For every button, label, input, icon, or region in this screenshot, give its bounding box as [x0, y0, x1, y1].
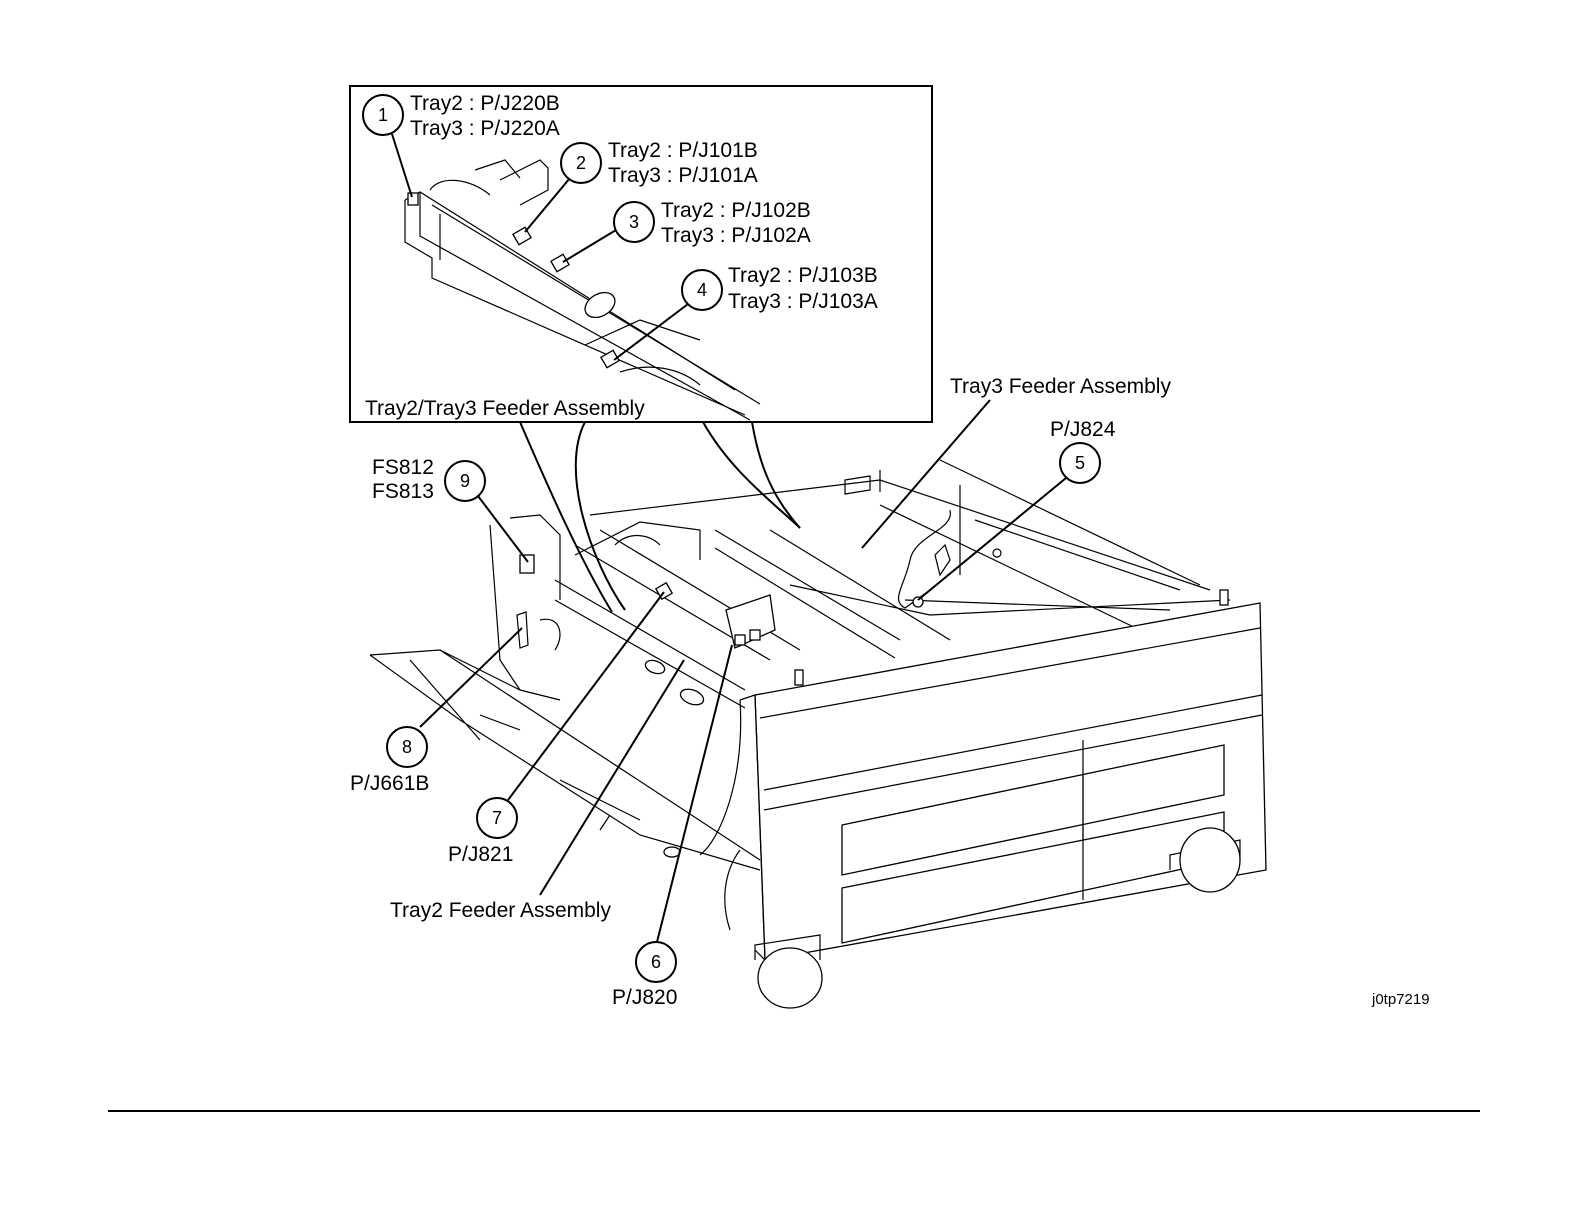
callout-9-number: 9 [460, 471, 470, 491]
callout-8-label: P/J661B [350, 772, 429, 795]
callout-7: 7 P/J821 [448, 592, 664, 866]
inset-leader-tray2-right [576, 422, 625, 610]
callout-7-badge: 7 [477, 798, 517, 838]
figure-id: j0tp7219 [1371, 991, 1430, 1008]
callout-5-label: P/J824 [1050, 418, 1116, 441]
callout-1-line2: Tray3 : P/J220A [410, 117, 560, 140]
callout-4-number: 4 [697, 280, 707, 300]
callout-9-line2: FS813 [372, 480, 434, 503]
callout-1-line1: Tray2 : P/J220B [410, 92, 560, 115]
callout-9-line1: FS812 [372, 456, 434, 479]
inset-leader-tray3-left [703, 422, 800, 528]
inset-title: Tray2/Tray3 Feeder Assembly [365, 397, 645, 420]
callout-8-badge: 8 [387, 727, 427, 767]
callout-2-badge: 2 [561, 143, 601, 183]
callout-8: 8 P/J661B [350, 628, 522, 795]
callout-9: FS812 FS813 9 [372, 456, 528, 562]
callout-4-badge: 4 [682, 270, 722, 310]
tray2-feeder-label-group: Tray2 Feeder Assembly [390, 660, 684, 922]
callout-9-badge: 9 [445, 461, 485, 501]
callout-2-number: 2 [576, 153, 586, 173]
callout-7-number: 7 [492, 808, 502, 828]
inset-panel: 1 Tray2 : P/J220B Tray3 : P/J220A 2 Tray… [350, 86, 932, 422]
callout-3-line2: Tray3 : P/J102A [661, 224, 811, 247]
tray2-feeder-label: Tray2 Feeder Assembly [390, 899, 611, 922]
callout-7-label: P/J821 [448, 843, 513, 866]
callout-5: P/J824 5 [918, 418, 1116, 600]
callout-6: 6 P/J820 [612, 645, 732, 1009]
callout-4-line1: Tray2 : P/J103B [728, 264, 878, 287]
callout-8-number: 8 [402, 737, 412, 757]
inset-leader-tray2-left [520, 422, 612, 612]
callout-5-number: 5 [1075, 453, 1085, 473]
callout-6-badge: 6 [636, 942, 676, 982]
callout-4-line2: Tray3 : P/J103A [728, 290, 878, 313]
callout-5-badge: 5 [1060, 443, 1100, 483]
callout-2-line2: Tray3 : P/J101A [608, 164, 758, 187]
callout-6-number: 6 [651, 952, 661, 972]
callout-3-line1: Tray2 : P/J102B [661, 199, 811, 222]
callout-3-badge: 3 [614, 202, 654, 242]
callout-1-badge: 1 [363, 95, 403, 135]
paper-tray-module-illustration [370, 460, 1266, 1008]
callout-6-label: P/J820 [612, 986, 677, 1009]
callout-2-line1: Tray2 : P/J101B [608, 139, 758, 162]
callout-1-number: 1 [378, 105, 388, 125]
tray3-feeder-label: Tray3 Feeder Assembly [950, 375, 1171, 398]
callout-3-number: 3 [629, 212, 639, 232]
inset-leader-tray3-right [752, 422, 800, 528]
